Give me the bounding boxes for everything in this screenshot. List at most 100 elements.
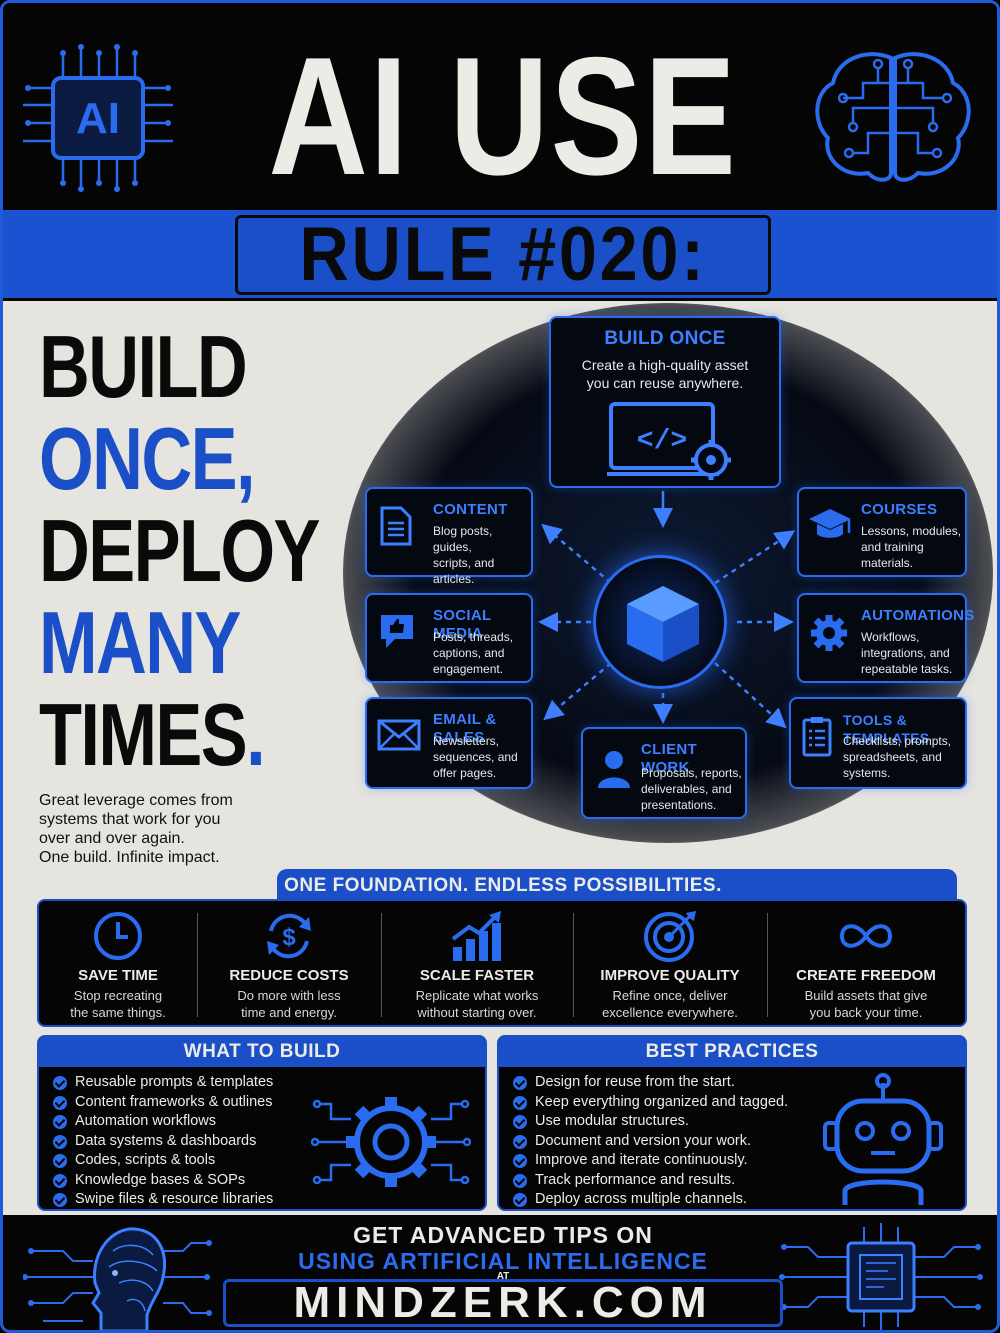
benefit-desc-line: without starting over. <box>417 1005 537 1020</box>
benefit-desc-line: Stop recreating <box>73 988 163 1003</box>
headline-line-3: DEPLOY <box>39 501 320 600</box>
card-desc-line: Newsletters, <box>433 734 500 748</box>
headline-line-4: MANY <box>39 593 241 692</box>
benefit-desc-line: excellence everywhere. <box>602 1005 738 1020</box>
client-work-card: CLIENT WORK Proposals, reports,deliverab… <box>581 727 747 819</box>
check-icon <box>513 1154 527 1168</box>
card-desc-line: presentations. <box>641 798 717 812</box>
benefit-desc-line: the same things. <box>70 1005 166 1020</box>
check-icon <box>53 1193 67 1207</box>
benefit-title: CREATE FREEDOM <box>796 967 936 984</box>
benefit-title: SCALE FASTER <box>419 967 535 984</box>
list-item-text: Data systems & dashboards <box>75 1132 257 1149</box>
headline-line-5-text: TIMES <box>39 685 248 784</box>
headline-line-1: BUILD <box>39 317 248 416</box>
card-title: AUTOMATIONS <box>861 607 975 624</box>
footer-line-2: USING ARTIFICIAL INTELLIGENCE <box>298 1248 708 1274</box>
check-icon <box>513 1193 527 1207</box>
card-desc-line: repeatable tasks. <box>861 662 953 676</box>
card-title: CLIENT WORK <box>641 741 697 776</box>
headline-line-2: ONCE, <box>39 409 256 508</box>
dollar-cycle-icon: $ <box>267 913 311 959</box>
card-title: EMAIL & SALES <box>433 711 497 746</box>
build-once-card: BUILD ONCE Create a high-quality asset yo… <box>549 316 781 488</box>
what-to-build-title: WHAT TO BUILD <box>39 1037 485 1067</box>
list-item-text: Design for reuse from the start. <box>535 1074 735 1090</box>
tagline-line: Great leverage comes from <box>39 792 233 809</box>
list-item: Improve and iterate continuously. <box>513 1151 788 1171</box>
list-item-text: Document and version your work. <box>535 1132 751 1149</box>
check-icon <box>53 1095 67 1110</box>
card-desc-line: Workflows, <box>861 630 920 644</box>
list-item: Codes, scripts & tools <box>53 1151 273 1171</box>
divider <box>197 913 198 1017</box>
ai-chip-icon: AI <box>23 44 173 192</box>
svg-text:</>: </> <box>637 426 687 457</box>
check-icon <box>53 1154 67 1168</box>
ai-head-icon <box>23 1227 212 1330</box>
hub-core <box>593 555 727 689</box>
footer-line-1: GET ADVANCED TIPS ON <box>353 1222 653 1248</box>
cube-icon <box>627 586 699 662</box>
infinity-icon <box>839 924 893 948</box>
best-practices-title: BEST PRACTICES <box>499 1037 965 1067</box>
benefit-desc-line: Do more with less <box>237 988 341 1003</box>
website-link[interactable]: MINDZERK.COM <box>293 1278 713 1327</box>
best-practices-list: Design for reuse from the start. Keep ev… <box>513 1073 788 1210</box>
growth-chart-icon <box>451 911 501 961</box>
rule-box <box>235 215 771 295</box>
build-once-title: BUILD ONCE <box>604 328 726 349</box>
card-desc-line: integrations, and <box>861 646 950 660</box>
rule-number: RULE #020: <box>299 212 707 297</box>
card-desc-line: engagement. <box>433 662 504 676</box>
tagline: Great leverage comes from systems that w… <box>39 791 299 867</box>
list-item-text: Keep everything organized and tagged. <box>535 1093 789 1110</box>
card-desc-line: Proposals, reports, <box>641 766 742 780</box>
list-item-text: Track performance and results. <box>535 1171 736 1188</box>
divider <box>767 913 768 1017</box>
website-box[interactable] <box>223 1279 783 1327</box>
graduation-cap-icon <box>809 509 851 538</box>
benefit-desc-line: you back your time. <box>809 1005 923 1020</box>
benefit-desc: Stop recreating the same things. <box>39 987 197 1021</box>
card-desc-line: articles. <box>433 572 475 586</box>
list-item: Track performance and results. <box>513 1171 788 1191</box>
benefits-panel: SAVE TIME Stop recreating the same things… <box>37 899 967 1027</box>
list-item-text: Automation workflows <box>75 1113 217 1129</box>
card-desc-line: Blog posts, guides, <box>433 524 493 554</box>
list-item: Design for reuse from the start. <box>513 1073 788 1093</box>
benefit-title: IMPROVE QUALITY <box>600 967 740 984</box>
card-desc-line: offer pages. <box>433 766 497 780</box>
card-desc-line: sequences, and <box>433 750 518 764</box>
tools-templates-card: TOOLS & TEMPLATES Checklists, prompts,sp… <box>789 697 967 789</box>
card-desc-line: Checklists, prompts, <box>843 734 952 748</box>
benefit-title: SAVE TIME <box>78 967 158 984</box>
build-once-desc-line: Create a high-quality asset <box>581 357 749 373</box>
list-item: Use modular structures. <box>513 1112 788 1132</box>
target-icon <box>644 911 696 962</box>
card-desc-line: Lessons, modules, <box>861 524 962 538</box>
card-desc: Workflows, integrations, and repeatable ta… <box>861 629 952 677</box>
list-item-text: Use modular structures. <box>535 1113 689 1129</box>
list-item: Swipe files & resource libraries <box>53 1190 273 1210</box>
check-icon <box>513 1115 527 1129</box>
envelope-icon <box>377 719 421 751</box>
card-title: TOOLS & TEMPLATES <box>843 712 930 746</box>
build-once-desc-line: you can reuse anywhere. <box>586 375 744 391</box>
headline-period: . <box>246 685 266 784</box>
check-icon <box>53 1134 67 1149</box>
user-icon <box>598 751 630 788</box>
card-desc-line: Posts, threads, <box>433 630 514 644</box>
check-icon <box>513 1134 527 1149</box>
gear-icon <box>811 615 847 651</box>
